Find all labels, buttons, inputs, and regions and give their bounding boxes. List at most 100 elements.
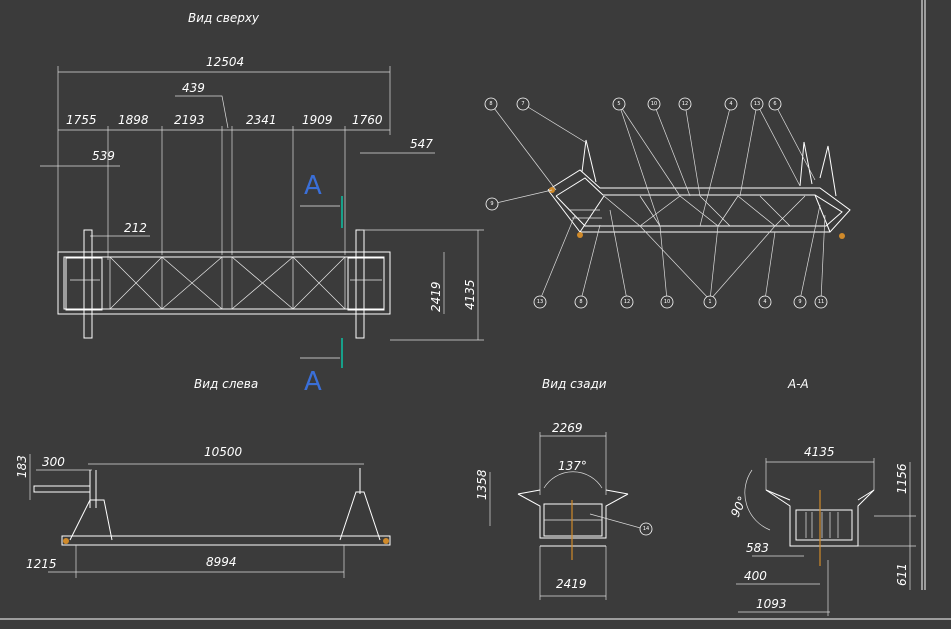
left-view-base-beam [61, 535, 391, 546]
dim-1093: 1093 [756, 597, 787, 611]
dim-seg-1: 1755 [66, 113, 97, 127]
dim-539: 539 [92, 149, 115, 163]
dim-400: 400 [744, 569, 767, 583]
dim-4135-top: 4135 [463, 279, 477, 310]
dim-2419-top: 2419 [429, 281, 443, 312]
iso-balloon-b8: 8 [574, 295, 588, 309]
rear-balloon-14: 14 [639, 522, 653, 536]
iso-balloon-text: 4 [729, 101, 732, 107]
view-section: А-А 4135 1156 611 90° 583 400 1093 [728, 377, 916, 616]
iso-balloon-text: 13 [537, 299, 543, 305]
iso-balloon-b10: 10 [660, 295, 674, 309]
section-hatch [805, 512, 839, 538]
dim-seg-3: 2193 [174, 113, 205, 127]
iso-balloon-b11: 11 [814, 295, 828, 309]
iso-balloon-text: 12 [624, 299, 630, 305]
view-top: Вид сверху 12504 439 1755 1898 2193 2341… [40, 11, 484, 397]
left-tower [69, 499, 113, 541]
dim-1156: 1156 [895, 463, 909, 494]
iso-balloon-text: 9 [798, 299, 801, 305]
view-top-title: Вид сверху [188, 11, 260, 25]
dim-seg-6: 1760 [352, 113, 383, 127]
iso-pin-front [577, 232, 583, 238]
dim-2419-rear: 2419 [556, 577, 587, 591]
section-wing-right [857, 489, 875, 501]
iso-balloon-5: 5 [612, 97, 626, 111]
left-view-pin-left [63, 538, 69, 544]
iso-balloon-text: 10 [651, 101, 657, 107]
iso-balloon-text: 13 [754, 101, 760, 107]
dim-439: 439 [182, 81, 205, 95]
iso-balloon-text: 12 [682, 101, 688, 107]
iso-balloon-text: 8 [579, 299, 582, 305]
iso-balloon-b9: 9 [793, 295, 807, 309]
dim-seg-4: 2341 [246, 113, 277, 127]
dim-1358: 1358 [475, 469, 489, 500]
frame-body [57, 251, 391, 315]
iso-balloon-text: 4 [763, 299, 766, 305]
dim-183: 183 [15, 455, 29, 478]
iso-balloon-text: 9 [490, 201, 493, 207]
left-arm [33, 485, 91, 493]
dim-583: 583 [746, 541, 769, 555]
rear-body [517, 493, 629, 539]
dim-8994: 8994 [206, 555, 237, 569]
iso-balloon-4: 4 [724, 97, 738, 111]
dim-1215: 1215 [26, 557, 57, 571]
section-angle-arc [744, 469, 771, 531]
iso-balloon-9: 9 [485, 197, 499, 211]
section-marker-bottom: А [304, 367, 322, 397]
end-box-left [65, 257, 103, 311]
dim-300: 300 [42, 455, 65, 469]
iso-truss [570, 195, 806, 227]
section-wing-left [765, 489, 791, 501]
view-left-title: Вид слева [194, 377, 258, 391]
leader-439 [175, 95, 229, 129]
iso-balloon-b1: 1 [703, 295, 717, 309]
right-tower [339, 491, 381, 541]
dim-4135-sec: 4135 [804, 445, 835, 459]
end-box-right [347, 257, 385, 311]
iso-balloon-text: 7 [521, 101, 524, 107]
view-rear: Вид сзади 2269 137° 1358 14 2419 [475, 377, 653, 600]
iso-balloon-7: 7 [516, 97, 530, 111]
iso-balloon-text: 6 [773, 101, 776, 107]
iso-balloon-12: 12 [678, 97, 692, 111]
iso-balloon-b12: 12 [620, 295, 634, 309]
iso-frame [547, 139, 851, 233]
dim-2269: 2269 [552, 421, 583, 435]
iso-pin-right [839, 233, 845, 239]
view-rear-title: Вид сзади [542, 377, 607, 391]
dim-overall: 12504 [206, 55, 244, 69]
iso-leaders [490, 103, 826, 301]
view-section-title: А-А [787, 377, 809, 391]
dim-547: 547 [410, 137, 433, 151]
dim-212: 212 [124, 221, 147, 235]
iso-balloon-10: 10 [647, 97, 661, 111]
frame-body-inner [63, 256, 385, 310]
iso-balloon-text: 11 [818, 299, 824, 305]
view-isometric: 8 7 5 10 12 4 13 6 9 13 8 12 10 1 4 9 11 [484, 97, 851, 309]
rear-angle: 137° [558, 459, 587, 473]
end-post-right [355, 229, 365, 339]
iso-balloon-6: 6 [768, 97, 782, 111]
view-left: Вид слева 10500 300 183 8994 1215 [15, 377, 391, 578]
section-angle: 90° [728, 494, 750, 519]
truss-members [109, 256, 346, 310]
iso-balloon-text: 5 [617, 101, 620, 107]
iso-balloon-text: 8 [489, 101, 492, 107]
iso-balloon-text: 10 [664, 299, 670, 305]
dim-seg-2: 1898 [118, 113, 149, 127]
rear-wing-left [517, 489, 541, 495]
iso-balloon-8: 8 [484, 97, 498, 111]
iso-balloon-text: 1 [708, 299, 711, 305]
section-body [765, 489, 875, 547]
dim-10500: 10500 [204, 445, 243, 459]
rear-wing-right [605, 489, 629, 495]
left-view-pin-right [383, 538, 389, 544]
iso-balloon-b4: 4 [758, 295, 772, 309]
rear-balloon-text: 14 [643, 526, 649, 532]
iso-balloon-b13: 13 [533, 295, 547, 309]
rear-angle-arc [543, 471, 603, 489]
